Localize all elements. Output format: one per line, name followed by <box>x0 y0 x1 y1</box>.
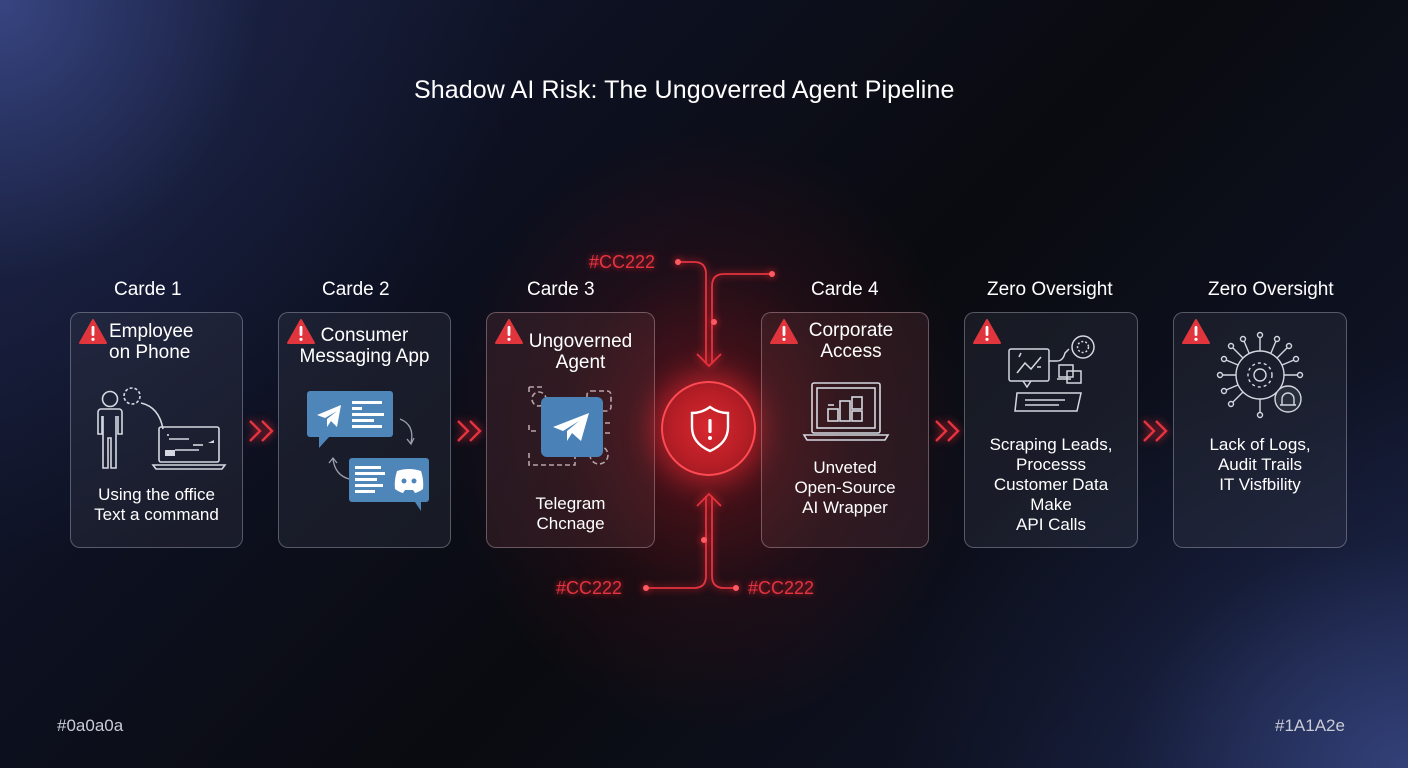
card-employee-on-phone[interactable]: Employee on Phone Using the office Text … <box>70 312 243 548</box>
shield-alert-hub[interactable] <box>661 381 756 476</box>
shield-alert-icon <box>690 405 730 453</box>
card-title: Ungoverned Agent <box>528 331 633 373</box>
card-title: Consumer Messaging App <box>299 325 430 367</box>
corner-note-bottom-right: #1A1A2e <box>1275 716 1345 735</box>
warning-triangle-icon <box>79 319 107 344</box>
page-title: Shadow AI Risk: The Ungoverred Agent Pip… <box>414 76 955 104</box>
laptop-dashboard-icon <box>802 382 890 441</box>
card-title: Employee on Phone <box>109 321 194 363</box>
corner-note-bottom-left: #0a0a0a <box>57 716 124 735</box>
warning-triangle-icon <box>1182 319 1210 344</box>
data-scraping-icon <box>1008 335 1095 412</box>
hub-connector-lines <box>643 259 775 591</box>
telegram-discord-chat-icon <box>307 391 429 511</box>
telegram-agent-icon <box>528 386 612 466</box>
hub-annotation-top: #CC222 <box>589 252 656 272</box>
card-description: Unveted Open-Source AI Wrapper <box>794 458 896 517</box>
warning-triangle-icon <box>973 319 1001 344</box>
warning-triangle-icon <box>287 319 315 344</box>
double-chevron-right-icon <box>457 420 482 442</box>
double-chevron-right-icon <box>1143 420 1168 442</box>
step-label-3: Carde 3 <box>527 279 595 300</box>
step-label-2: Carde 2 <box>322 279 390 300</box>
card-description: Scraping Leads, Processs Customer Data M… <box>989 435 1113 534</box>
step-label-4: Carde 4 <box>811 279 879 300</box>
step-label-5: Zero Oversight <box>987 279 1113 300</box>
double-chevron-right-icon <box>249 420 274 442</box>
card-ungoverned-agent[interactable]: Ungoverned Agent Telegram Chcnage <box>486 312 655 548</box>
person-laptop-icon <box>97 387 227 470</box>
card-consumer-messaging-app[interactable]: Consumer Messaging App <box>278 312 451 548</box>
card-corporate-access[interactable]: Corporate Access Unveted Open-Source AI … <box>761 312 929 548</box>
double-chevron-right-icon <box>935 420 960 442</box>
step-label-1: Carde 1 <box>114 279 182 300</box>
step-label-6: Zero Oversight <box>1208 279 1334 300</box>
card-description: Using the office Text a command <box>94 485 219 524</box>
hub-annotation-bottom-right: #CC222 <box>748 578 815 598</box>
card-description: Lack of Logs, Audit Trails IT Visfbility <box>1209 435 1311 494</box>
card-description: Telegram Chcnage <box>535 494 606 533</box>
card-zero-oversight-scraping[interactable]: Scraping Leads, Processs Customer Data M… <box>964 312 1138 548</box>
warning-triangle-icon <box>770 319 798 344</box>
hub-annotation-bottom-left: #CC222 <box>556 578 623 598</box>
card-zero-oversight-logs[interactable]: Lack of Logs, Audit Trails IT Visfbility <box>1173 312 1347 548</box>
network-virus-icon <box>1216 331 1304 419</box>
warning-triangle-icon <box>495 319 523 344</box>
card-title: Corporate Access <box>808 320 894 362</box>
